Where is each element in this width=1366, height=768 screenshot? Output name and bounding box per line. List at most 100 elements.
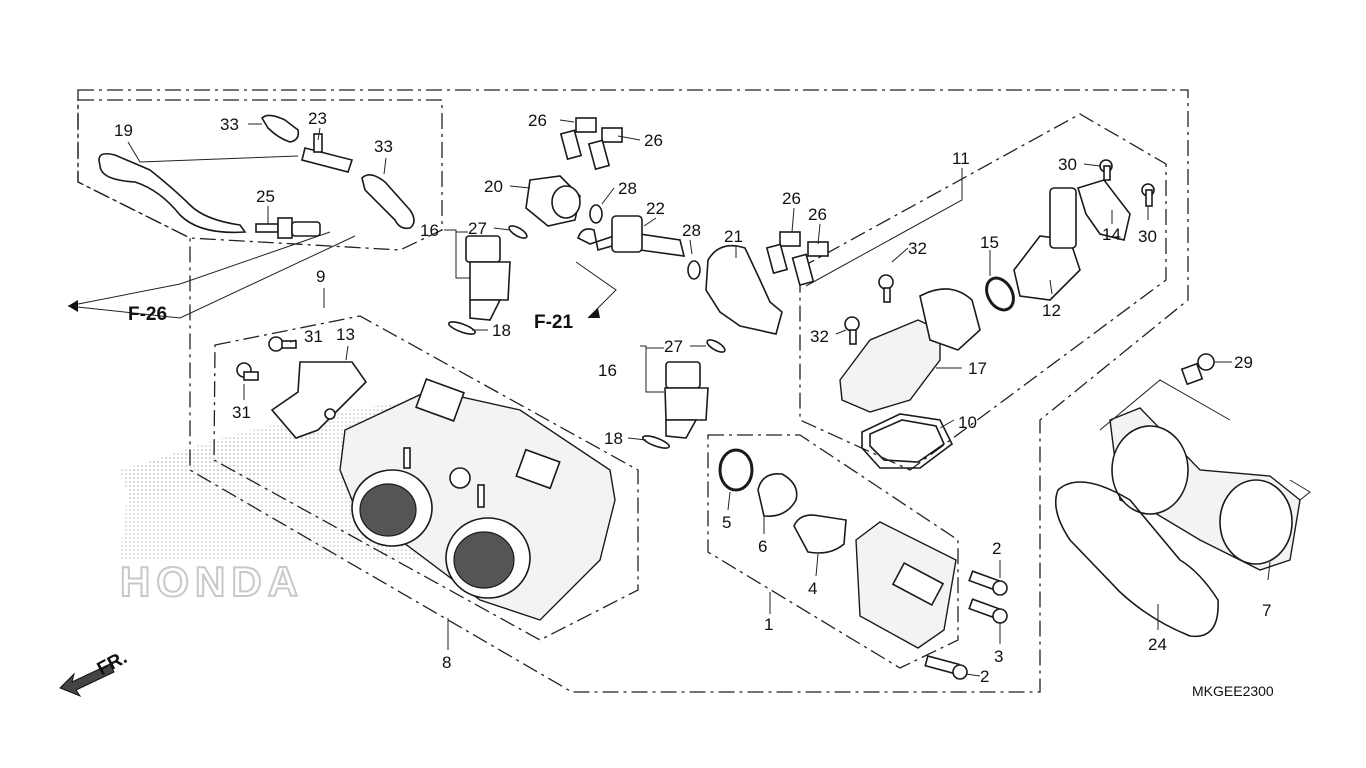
fuel-pipe-20[interactable] (525, 175, 581, 227)
screw-32-b[interactable] (844, 316, 860, 345)
o-ring-28-lower[interactable] (687, 260, 701, 280)
seal-27-lower[interactable] (705, 338, 726, 355)
hose-group-boundary (77, 99, 443, 251)
joint-22[interactable] (577, 215, 686, 257)
callout-7: 7 (1262, 601, 1271, 620)
callout-31-b: 31 (232, 403, 251, 422)
callout-19: 19 (114, 121, 133, 140)
hose-19[interactable] (98, 152, 247, 234)
callout-17: 17 (968, 359, 987, 378)
reference-f21[interactable]: F-21 (534, 261, 617, 333)
o-ring-18-upper[interactable] (447, 319, 477, 336)
leader-lines (127, 119, 1311, 677)
callout-28-b: 28 (682, 221, 701, 240)
callout-33-right: 33 (374, 137, 393, 156)
gasket-10[interactable] (861, 413, 954, 469)
gasket-24[interactable] (1054, 481, 1219, 638)
f21-label: F-21 (534, 312, 574, 333)
callout-12: 12 (1042, 301, 1061, 320)
callout-14: 14 (1102, 225, 1121, 244)
callout-26-b: 26 (644, 131, 663, 150)
callout-9: 9 (316, 267, 325, 286)
o-ring-15[interactable] (981, 273, 1019, 314)
diagram-code: MKGEE2300 (1192, 683, 1274, 699)
callout-2-upper: 2 (992, 539, 1001, 558)
fuel-pipe-21[interactable] (705, 244, 783, 335)
iacv-housing-17[interactable] (839, 288, 981, 413)
callout-21: 21 (724, 227, 743, 246)
screw-30-a[interactable] (1099, 159, 1113, 181)
joint-23[interactable] (301, 133, 354, 173)
watermark-text: HONDA (120, 558, 304, 605)
sensor-group-boundary (707, 434, 959, 669)
callout-26-c: 26 (782, 189, 801, 208)
reference-f26[interactable]: F-26 (67, 231, 356, 325)
iacv-12[interactable] (1013, 187, 1081, 301)
callout-3: 3 (994, 647, 1003, 666)
callout-31-a: 31 (304, 327, 323, 346)
callout-32-b: 32 (810, 327, 829, 346)
hose-33-left[interactable] (260, 114, 300, 143)
callout-16-a: 16 (420, 221, 439, 240)
callout-30-b: 30 (1138, 227, 1157, 246)
callout-18-a: 18 (492, 321, 511, 340)
callouts: 19 33 23 33 25 26 26 20 28 22 28 21 27 1… (114, 109, 1271, 686)
seal-27-upper[interactable] (507, 224, 528, 241)
callout-5: 5 (722, 513, 731, 532)
callout-23: 23 (308, 109, 327, 128)
callout-6: 6 (758, 537, 767, 556)
injector-16-lower[interactable] (664, 361, 709, 439)
screw-32-a[interactable] (878, 274, 894, 303)
screw-31-upper[interactable] (268, 336, 297, 352)
callout-33-left: 33 (220, 115, 239, 134)
throttle-body-8[interactable] (339, 378, 616, 621)
callout-30-a: 30 (1058, 155, 1077, 174)
callout-1: 1 (764, 615, 773, 634)
callout-18-b: 18 (604, 429, 623, 448)
injector-16-upper[interactable] (465, 235, 511, 321)
screw-2-lower[interactable] (924, 655, 968, 680)
screw-3[interactable] (968, 598, 1008, 624)
bolt-26-c[interactable] (765, 231, 801, 275)
sensor-unit-1[interactable] (855, 521, 957, 649)
callout-2-lower: 2 (980, 667, 989, 686)
screw-31-lower[interactable] (236, 362, 259, 381)
callout-15: 15 (980, 233, 999, 252)
bolt-26-d[interactable] (791, 241, 829, 287)
callout-4: 4 (808, 579, 817, 598)
throttle-body-group-boundary (213, 315, 639, 641)
iacv-group-boundary (799, 113, 1167, 471)
screw-2-upper[interactable] (968, 570, 1008, 596)
o-ring-5[interactable] (718, 448, 754, 492)
screw-30-b[interactable] (1141, 183, 1155, 207)
bracket-13[interactable] (270, 361, 368, 439)
fitting-25[interactable] (255, 217, 321, 239)
callout-26-a: 26 (528, 111, 547, 130)
f26-label: F-26 (128, 304, 167, 325)
bolt-26-a[interactable] (559, 117, 597, 161)
seal-6[interactable] (757, 473, 798, 517)
o-ring-28-upper[interactable] (589, 204, 603, 224)
callout-29: 29 (1234, 353, 1253, 372)
callout-28-a: 28 (618, 179, 637, 198)
bolt-26-b[interactable] (587, 127, 623, 171)
callout-13: 13 (336, 325, 355, 344)
callout-10: 10 (958, 413, 977, 432)
front-direction-arrow: FR. (59, 647, 131, 698)
cover-7[interactable] (1109, 407, 1301, 571)
o-ring-18-lower[interactable] (641, 433, 671, 450)
callout-22: 22 (646, 199, 665, 218)
callout-26-d: 26 (808, 205, 827, 224)
callout-8: 8 (442, 653, 451, 672)
callout-25: 25 (256, 187, 275, 206)
seal-4[interactable] (793, 514, 847, 554)
callout-16-b: 16 (598, 361, 617, 380)
hose-33-right[interactable] (361, 174, 415, 230)
callout-32-a: 32 (908, 239, 927, 258)
callout-11: 11 (952, 149, 970, 168)
bolt-29[interactable] (1180, 353, 1215, 386)
main-boundary (77, 89, 1189, 693)
callout-27-b: 27 (664, 337, 683, 356)
callout-20: 20 (484, 177, 503, 196)
